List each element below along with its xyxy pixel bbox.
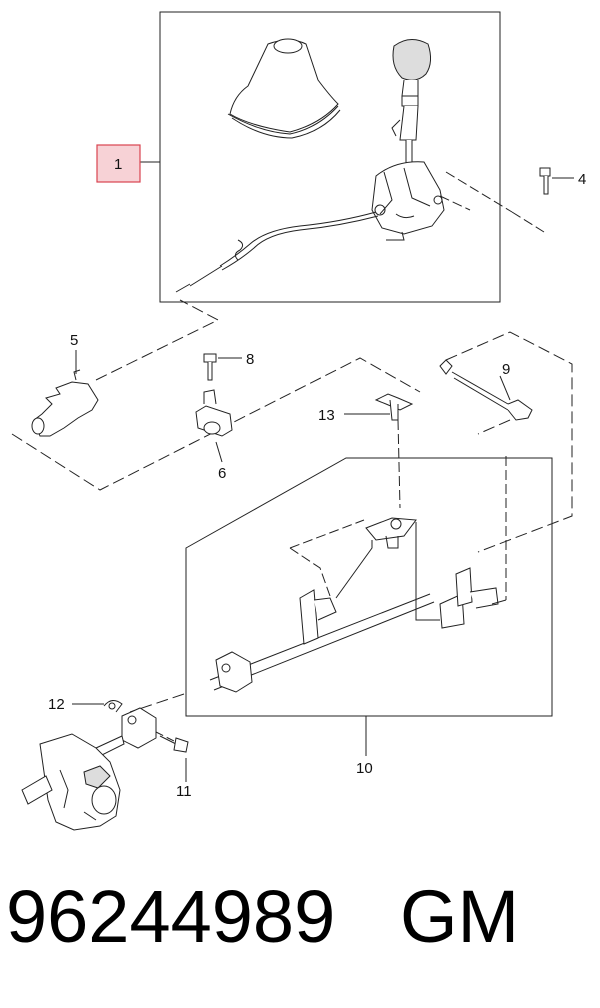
callout-11: 11: [176, 783, 192, 800]
linkage-frame: [185, 457, 553, 717]
callout-4: 4: [578, 171, 586, 188]
transmission-housing: [21, 733, 121, 831]
shift-boot: [227, 38, 341, 139]
callout-1: 1: [114, 156, 122, 173]
bolt-8: [203, 353, 217, 381]
shift-cable: [175, 211, 379, 293]
shift-assembly-frame: [159, 11, 501, 303]
rod-9: [439, 359, 533, 421]
bolt-4: [539, 167, 551, 195]
exploded-parts-diagram: 1 4 5 8 9 13 6 12 10 11: [11, 11, 586, 831]
part-number: 96244989: [6, 875, 336, 958]
shifter-housing: [371, 161, 445, 241]
callout-10: 10: [356, 760, 373, 777]
bolt-11: [159, 735, 189, 753]
bracket-6: [195, 389, 233, 437]
callout-8: 8: [246, 351, 254, 368]
shift-knob: [391, 39, 432, 169]
clip-13: [374, 393, 414, 421]
brand-label: GM: [400, 875, 520, 958]
shift-rod: [209, 517, 499, 693]
callout-12: 12: [48, 696, 65, 713]
callout-9: 9: [502, 361, 510, 378]
callout-1-highlight: [96, 144, 141, 183]
cable-boot-5: [31, 369, 99, 437]
callout-6: 6: [218, 465, 226, 482]
callout-5: 5: [70, 332, 78, 349]
callout-13: 13: [318, 407, 335, 424]
yoke: [95, 707, 157, 757]
clip-12: [103, 700, 123, 713]
